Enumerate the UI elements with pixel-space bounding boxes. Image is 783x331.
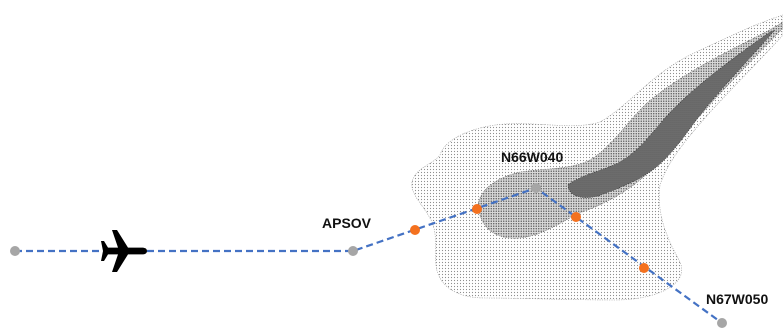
waypoint-origin[interactable]: [10, 246, 20, 256]
waypoint-apsov[interactable]: [348, 246, 358, 256]
middle-shaded-region: [477, 21, 783, 239]
waypoint-n67w050[interactable]: [717, 318, 727, 328]
route-line: [15, 186, 723, 324]
airplane-icon: [100, 227, 147, 275]
boundary-crossing-marker: [410, 225, 420, 235]
waypoint-label-n66w040: N66W040: [501, 149, 563, 165]
waypoint-label-n67w050: N67W050: [706, 291, 768, 307]
inner-shaded-region: [567, 29, 776, 198]
boundary-crossing-marker: [472, 204, 482, 214]
boundary-crossing-marker: [571, 212, 581, 222]
boundary-crossing-marker: [639, 263, 649, 273]
waypoint-label-apsov: APSOV: [322, 215, 372, 231]
waypoint-n66w040[interactable]: [531, 183, 541, 193]
